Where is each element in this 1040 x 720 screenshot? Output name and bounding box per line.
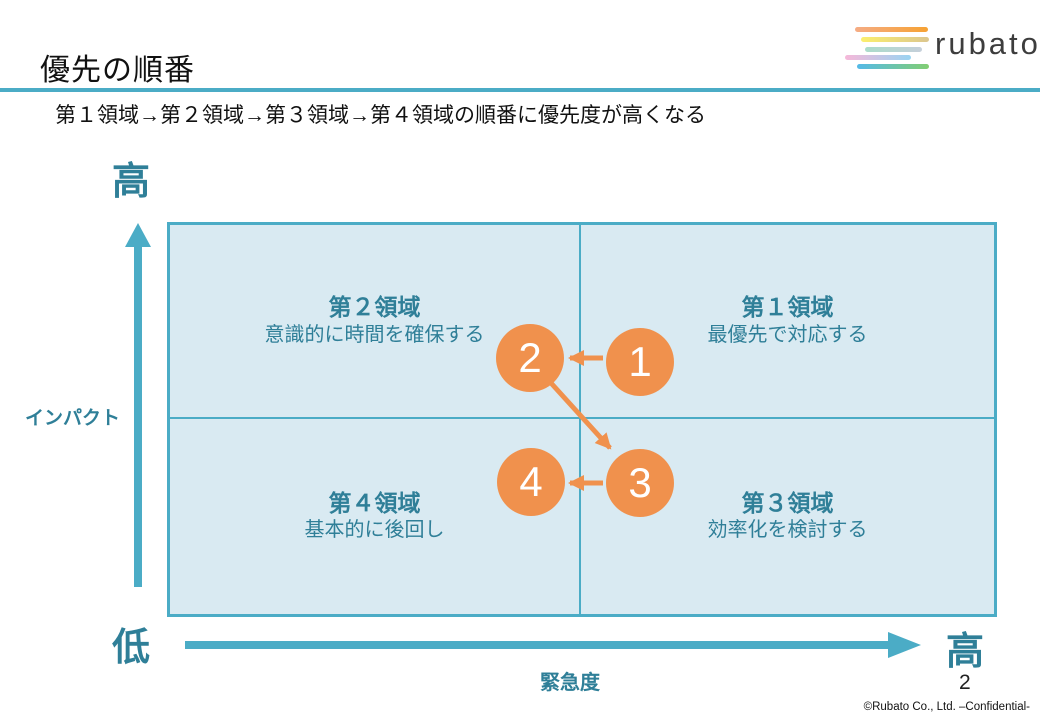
quadrant-title: 第２領域 xyxy=(328,294,421,321)
y-axis-arrow-line xyxy=(134,245,142,587)
y-axis-high-label: 高 xyxy=(112,161,151,203)
page-number: 2 xyxy=(959,671,971,694)
step-circle-2: 2 xyxy=(496,324,564,392)
quadrant-description: 意識的に時間を確保する xyxy=(264,323,485,346)
quadrant-title: 第４領域 xyxy=(328,489,421,516)
title-divider xyxy=(0,88,1040,92)
x-axis-high-label: 高 xyxy=(946,631,985,673)
y-axis-title: インパクト xyxy=(25,408,121,429)
rubato-logo: rubato xyxy=(843,24,1038,74)
logo-stripe xyxy=(845,55,911,60)
x-axis-title: 緊急度 xyxy=(540,672,600,694)
logo-stripe xyxy=(865,47,922,52)
logo-stripes-icon xyxy=(843,24,935,74)
x-axis-arrow-icon xyxy=(888,632,921,658)
quadrant-4: 第４領域 基本的に後回し xyxy=(170,419,581,614)
step-circle-4: 4 xyxy=(497,448,565,516)
quadrant-1: 第１領域 最優先で対応する xyxy=(581,225,994,419)
quadrant-3: 第３領域 効率化を検討する xyxy=(581,419,994,614)
y-axis-arrow-icon xyxy=(125,223,151,247)
quadrant-description: 最優先で対応する xyxy=(707,323,868,346)
quadrant-description: 基本的に後回し xyxy=(304,519,445,542)
quadrant-title: 第３領域 xyxy=(741,489,834,516)
x-axis-arrow-line xyxy=(185,641,888,649)
quadrant-2: 第２領域 意識的に時間を確保する xyxy=(170,225,581,419)
y-axis-low-label: 低 xyxy=(112,627,151,669)
logo-stripe xyxy=(861,37,929,42)
quadrant-description: 効率化を検討する xyxy=(707,519,868,542)
slide-subtitle: 第１領域→第２領域→第３領域→第４領域の順番に優先度が高くなる xyxy=(55,104,706,127)
quadrant-title: 第１領域 xyxy=(741,294,834,321)
priority-matrix: 第２領域 意識的に時間を確保する 第１領域 最優先で対応する 第４領域 基本的に… xyxy=(167,222,997,617)
step-circle-3: 3 xyxy=(606,449,674,517)
logo-wordmark: rubato xyxy=(935,26,1040,61)
logo-stripe xyxy=(855,27,928,32)
confidential-footer: ©Rubato Co., Ltd. –Confidential- xyxy=(863,701,1030,713)
logo-stripe xyxy=(857,64,929,69)
step-circle-1: 1 xyxy=(606,328,674,396)
page-title: 優先の順番 xyxy=(40,54,195,87)
